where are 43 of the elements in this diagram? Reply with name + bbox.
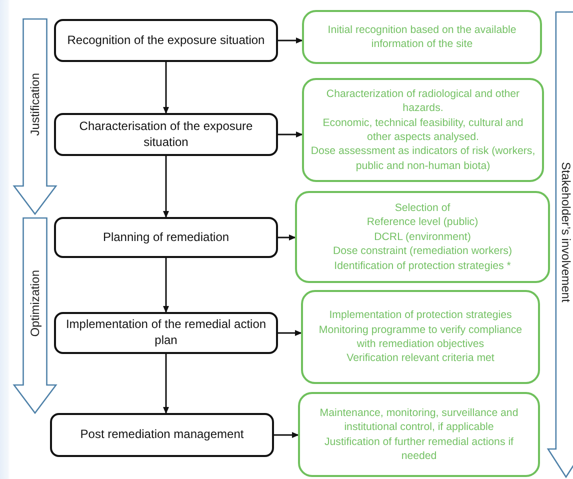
step-label: Post remediation management bbox=[80, 427, 244, 443]
arrow bbox=[163, 156, 169, 218]
arrow bbox=[278, 38, 303, 44]
arrow-label: Justification bbox=[28, 73, 42, 136]
process-box bbox=[54, 217, 278, 258]
arrow bbox=[278, 330, 302, 336]
description-text: Characterization of radiological and other hazards. bbox=[325, 86, 521, 116]
description-text: Justification of further remedial actions if needed bbox=[323, 434, 514, 464]
description-text: Monitoring programme to verify compliance with remediation objectives bbox=[318, 322, 524, 352]
description-box bbox=[295, 191, 550, 283]
block-arrow bbox=[14, 19, 56, 214]
arrow bbox=[278, 234, 296, 240]
description-box bbox=[302, 78, 544, 182]
description-text: Economic, technical feasibility, cultural and other aspects analysed. bbox=[322, 116, 524, 144]
description-text: Maintenance, monitoring, surveillance and institutional control, if applicable bbox=[318, 406, 520, 434]
arrow bbox=[163, 62, 169, 114]
process-box bbox=[50, 413, 274, 457]
description-box bbox=[301, 290, 540, 384]
step-label: Characterisation of the exposure situation bbox=[78, 118, 254, 150]
arrow bbox=[278, 132, 303, 138]
arrow-label: Optimization bbox=[28, 270, 42, 337]
arrow bbox=[274, 432, 299, 438]
description-text: DCRL (environment) bbox=[374, 230, 471, 244]
arrow bbox=[163, 354, 169, 414]
step-label: Recognition of the exposure situation bbox=[67, 32, 265, 48]
description-text: Dose assessment as indicators of risk (workers, public and non-human biota) bbox=[310, 144, 536, 174]
process-box bbox=[54, 113, 278, 156]
step-label: Implementation of the remedial action plan bbox=[64, 317, 268, 349]
process-box bbox=[54, 312, 278, 354]
arrow-label: Stakeholder’s involvement bbox=[559, 162, 573, 303]
description-text: Implementation of protection strategies bbox=[329, 308, 512, 323]
description-box bbox=[302, 10, 542, 64]
description-box bbox=[298, 392, 540, 477]
description-text: Identification of protection strategies * bbox=[334, 258, 511, 274]
description-text: Initial recognition based on the available information of the site bbox=[326, 22, 518, 52]
description-text: Verification relevant criteria met bbox=[346, 351, 494, 366]
block-arrow bbox=[14, 218, 56, 413]
description-text: Selection of bbox=[394, 200, 450, 216]
description-text: Dose constraint (remediation workers) bbox=[333, 244, 512, 259]
step-label: Planning of remediation bbox=[102, 230, 230, 246]
arrow bbox=[163, 258, 169, 313]
description-text: Reference level (public) bbox=[366, 215, 478, 230]
process-box bbox=[54, 19, 278, 62]
